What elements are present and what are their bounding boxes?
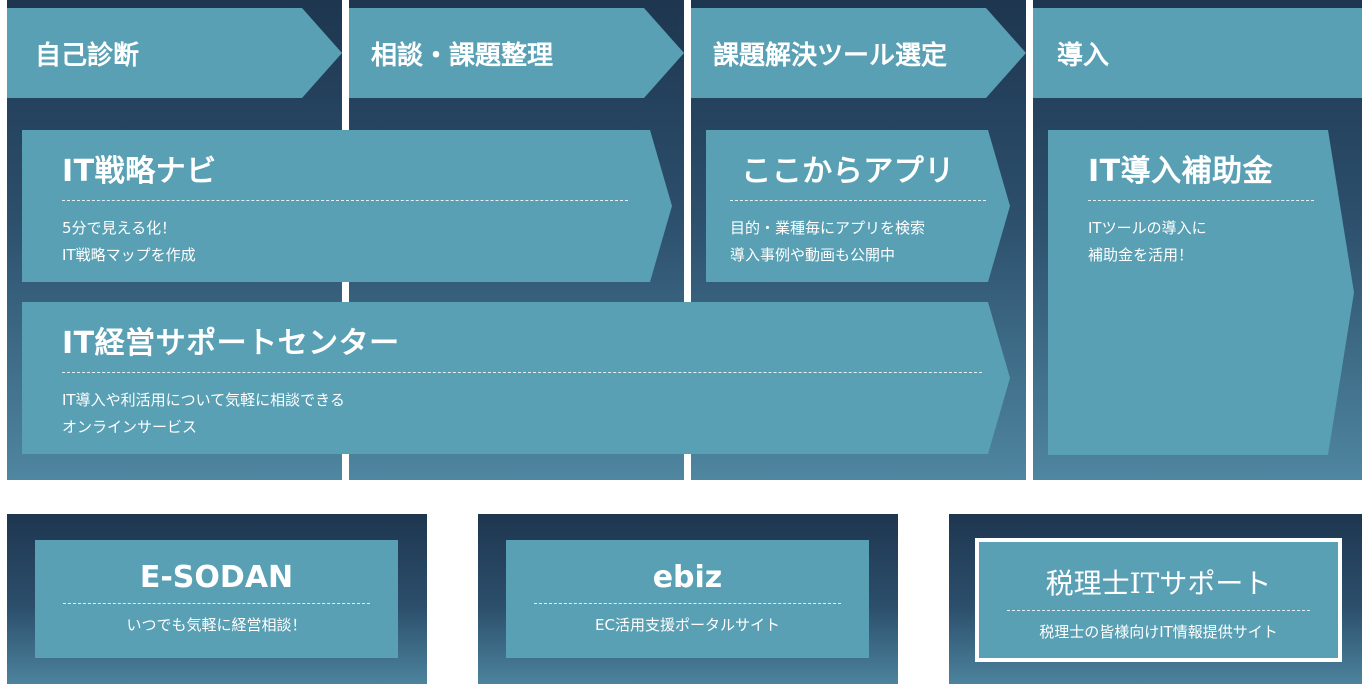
divider xyxy=(1088,200,1314,201)
step-label: 導入 xyxy=(1057,40,1110,71)
card-title: IT戦略ナビ xyxy=(62,154,217,189)
card-desc-line1: 5分で見える化！ xyxy=(62,219,177,237)
divider xyxy=(730,200,986,201)
link-desc: 税理士の皆様向けIT情報提供サイト xyxy=(1039,623,1278,641)
link-desc: いつでも気軽に経営相談！ xyxy=(126,616,307,634)
card-desc-line1: ITツールの導入に xyxy=(1088,219,1207,237)
step-header-introduction[interactable]: 導入 xyxy=(1033,8,1362,98)
divider xyxy=(62,372,982,373)
card-desc-line1: 目的・業種毎にアプリを検索 xyxy=(730,219,926,237)
card-title: IT経営サポートセンター xyxy=(62,326,400,361)
card-kokokara-app[interactable]: ここからアプリ 目的・業種毎にアプリを検索 導入事例や動画も公開中 xyxy=(706,130,1010,282)
link-title: ebiz xyxy=(652,560,723,595)
link-title: E-SODAN xyxy=(139,560,294,595)
step-label: 自己診断 xyxy=(35,40,140,71)
step-header-consultation[interactable]: 相談・課題整理 xyxy=(349,8,684,98)
link-title: 税理士ITサポート xyxy=(1045,567,1272,600)
step-label: 課題解決ツール選定 xyxy=(713,40,948,71)
card-desc-line2: IT戦略マップを作成 xyxy=(62,246,196,264)
card-title: IT導入補助金 xyxy=(1088,154,1274,189)
link-card-esodan[interactable]: E-SODAN いつでも気軽に経営相談！ xyxy=(35,540,398,658)
card-desc-line1: IT導入や利活用について気軽に相談できる xyxy=(62,391,345,409)
link-desc: EC活用支援ポータルサイト xyxy=(595,616,780,634)
card-desc-line2: オンラインサービス xyxy=(62,418,198,436)
card-it-senryaku-navi[interactable]: IT戦略ナビ 5分で見える化！ IT戦略マップを作成 xyxy=(22,130,672,282)
card-desc-line2: 導入事例や動画も公開中 xyxy=(730,246,896,264)
link-card-ebiz[interactable]: ebiz EC活用支援ポータルサイト xyxy=(506,540,869,658)
divider xyxy=(62,200,628,201)
divider xyxy=(63,603,370,604)
card-it-hojokin[interactable]: IT導入補助金 ITツールの導入に 補助金を活用！ xyxy=(1048,130,1354,455)
card-it-keiei-support-center[interactable]: IT経営サポートセンター IT導入や利活用について気軽に相談できる オンラインサ… xyxy=(22,302,1010,454)
link-card-zeirishi-it-support[interactable]: 税理士ITサポート 税理士の皆様向けIT情報提供サイト xyxy=(975,538,1342,662)
divider xyxy=(1007,610,1310,611)
step-header-self-diagnosis[interactable]: 自己診断 xyxy=(7,8,342,98)
card-title: ここからアプリ xyxy=(741,154,955,189)
card-desc-line2: 補助金を活用！ xyxy=(1088,246,1194,264)
divider xyxy=(534,603,841,604)
step-label: 相談・課題整理 xyxy=(371,40,554,71)
step-header-tool-selection[interactable]: 課題解決ツール選定 xyxy=(691,8,1026,98)
